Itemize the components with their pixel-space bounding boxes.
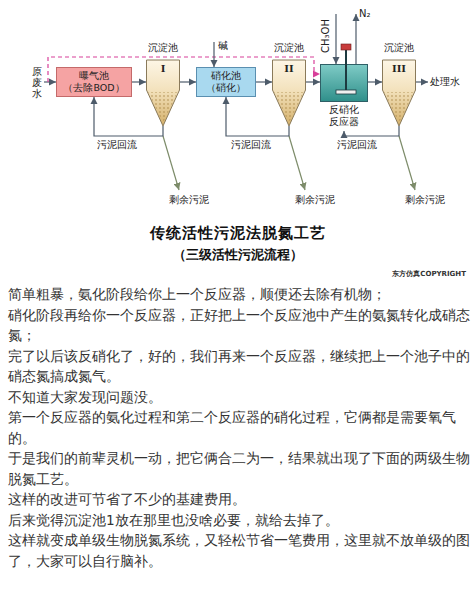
outflow-label: 处理水 xyxy=(430,76,460,88)
waste-sludge-arrow xyxy=(163,136,179,190)
edge-label: 污泥回流 xyxy=(230,139,272,151)
tank-function: （去除BOD） xyxy=(63,82,124,94)
watermark: 东方仿真COPYRIGHT xyxy=(392,268,466,280)
waste-sludge-label: 剩余污泥 xyxy=(295,194,335,206)
settling-tank: 沉淀池II xyxy=(272,42,306,126)
waste-sludge-label: 剩余污泥 xyxy=(405,194,445,206)
paragraph: 这样的改进可节省了不少的基建费用。 xyxy=(8,489,470,510)
diagram-title: 传统活性污泥法脱氮工艺 xyxy=(0,224,476,243)
sludge-return-line xyxy=(344,126,399,136)
alkali-arrow xyxy=(213,42,214,67)
dosing-label: CH₃OH xyxy=(320,19,332,53)
paragraph: 于是我们的前辈灵机一动，把它俩合二为一，结果就出现了下面的两级生物脱氮工艺。 xyxy=(8,448,470,489)
reactor-shape xyxy=(320,64,368,102)
tank-name: 沉淀池 xyxy=(140,42,186,54)
settled-sludge xyxy=(384,92,414,123)
denitrification-reactor: 反硝化 反应器 xyxy=(320,64,368,131)
paragraph: 简单粗暴，氨化阶段给你上一个反应器，顺便还去除有机物； xyxy=(8,284,470,305)
mixer-shaft xyxy=(345,50,347,92)
inflow-label: 原废水 xyxy=(32,66,42,99)
flow-line xyxy=(132,81,146,82)
article-body: 简单粗暴，氨化阶段给你上一个反应器，顺便还去除有机物；硝化阶段再给你一个反应器，… xyxy=(8,284,470,571)
paragraph: 硝化阶段再给你一个反应器，正好把上一个反应池中产生的氨氮转化成硝态氮； xyxy=(8,305,470,346)
flow-line xyxy=(368,81,382,82)
edge-label: 污泥回流 xyxy=(336,139,378,151)
methanol-arrow xyxy=(335,14,336,64)
edge-label: 污泥回流 xyxy=(96,139,138,151)
tank-name: 沉淀池 xyxy=(266,42,312,54)
flow-line xyxy=(306,81,320,82)
tank-function: （硝化） xyxy=(206,82,246,94)
outlet-arrow xyxy=(416,81,428,82)
tank-name: 硝化池 xyxy=(211,70,241,82)
paragraph: 不知道大家发现问题没。 xyxy=(8,387,470,408)
paragraph: 完了以后该反硝化了，好的，我们再来一个反应器，继续把上一个池子中的硝态氮搞成氮气… xyxy=(8,346,470,387)
dosing-label: 碱 xyxy=(218,40,228,52)
reactor-name: 反硝化 反应器 xyxy=(316,104,372,128)
mixer-motor xyxy=(341,44,351,50)
waste-sludge-arrow xyxy=(289,136,305,190)
flow-line xyxy=(180,81,196,82)
inlet-arrow xyxy=(44,81,56,82)
paragraph: 后来觉得沉淀池1放在那里也没啥必要，就给去掉了。 xyxy=(8,510,470,531)
mixer-impeller xyxy=(336,90,356,94)
nitrogen-arrow xyxy=(355,14,356,64)
settling-tank: 沉淀池III xyxy=(382,42,416,126)
gas-label: N₂ xyxy=(359,8,371,20)
settler-shape xyxy=(146,42,180,126)
paragraph: 这样就变成单级生物脱氮系统，又轻松节省一笔费用，这里就不放单级的图了，大家可以自… xyxy=(8,530,470,571)
flow-line xyxy=(256,81,272,82)
tank-name: 沉淀池 xyxy=(376,42,422,54)
paragraph: 第一个反应器的氨化过程和第二个反应器的硝化过程，它俩都是需要氧气的。 xyxy=(8,407,470,448)
tank-name: 曝气池 xyxy=(79,70,109,82)
settler-shape xyxy=(272,42,306,126)
settler-shape xyxy=(382,42,416,126)
process-tank: 曝气池（去除BOD） xyxy=(56,67,132,97)
diagram-caption: （三级活性污泥流程） xyxy=(0,246,476,264)
stage-numeral: II xyxy=(266,63,312,75)
settled-sludge xyxy=(148,92,178,123)
settled-sludge xyxy=(274,92,304,123)
waste-sludge-label: 剩余污泥 xyxy=(169,194,209,206)
stage-numeral: I xyxy=(140,63,186,75)
process-tank: 硝化池（硝化） xyxy=(196,67,256,97)
waste-sludge-arrow xyxy=(399,136,415,190)
stage-numeral: III xyxy=(376,63,422,75)
settling-tank: 沉淀池I xyxy=(146,42,180,126)
reactor-vessel xyxy=(321,65,368,102)
